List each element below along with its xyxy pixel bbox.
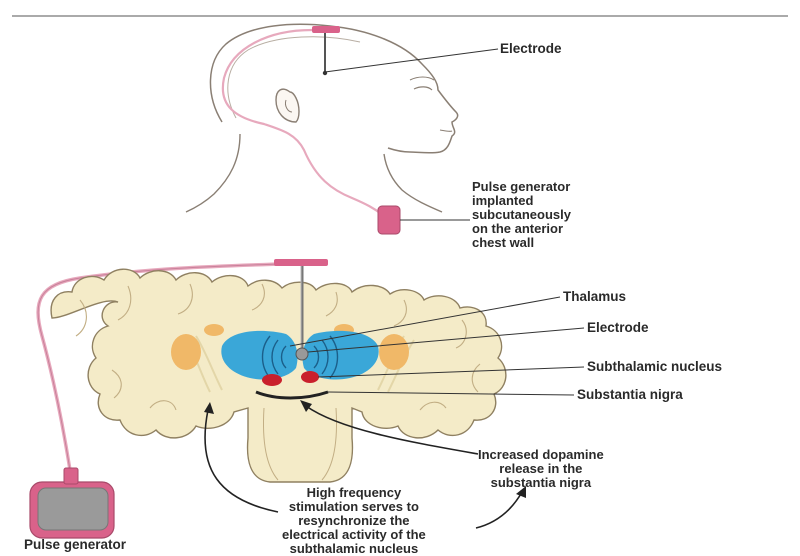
label-electrode-top: Electrode [500,42,562,56]
putamen-left [171,334,201,370]
mouth-outline [440,130,452,131]
pulse-generator-connector [64,468,78,484]
label-thalamus: Thalamus [563,290,626,304]
pulse-generator-device [30,468,114,538]
eye-outline [414,87,432,90]
label-dopamine-release: Increased dopamine release in the substa… [478,448,604,490]
label-subthalamic-nucleus: Subthalamic nucleus [587,360,722,374]
label-substantia-nigra: Substantia nigra [577,388,683,402]
label-pulse-generator-bottom: Pulse generator [24,538,126,552]
back-of-neck-outline [186,134,240,212]
front-of-neck-outline [384,154,442,212]
subthalamic-nucleus-right [301,371,319,383]
label-high-frequency: High frequency stimulation serves to res… [282,486,426,556]
label-electrode-brain: Electrode [587,321,649,335]
lead-wire-head [223,30,384,216]
electrode-tip-brain [296,348,308,360]
electrode-cap-brain [274,259,328,266]
eyebrow-outline [410,77,434,80]
caudate-left [204,324,224,336]
putamen-right [379,334,409,370]
arrow-resync [476,492,522,528]
head-illustration [186,24,498,234]
subthalamic-nucleus-left [262,374,282,386]
pulse-generator-face [38,488,108,530]
chest-pulse-generator [378,206,400,234]
electrode-cap-top [312,26,340,33]
ear-outline [276,89,299,122]
skull-outline [210,24,457,153]
label-pulse-generator-chest: Pulse generator implanted subcutaneously… [472,180,571,250]
leader-electrode-top [325,49,498,72]
